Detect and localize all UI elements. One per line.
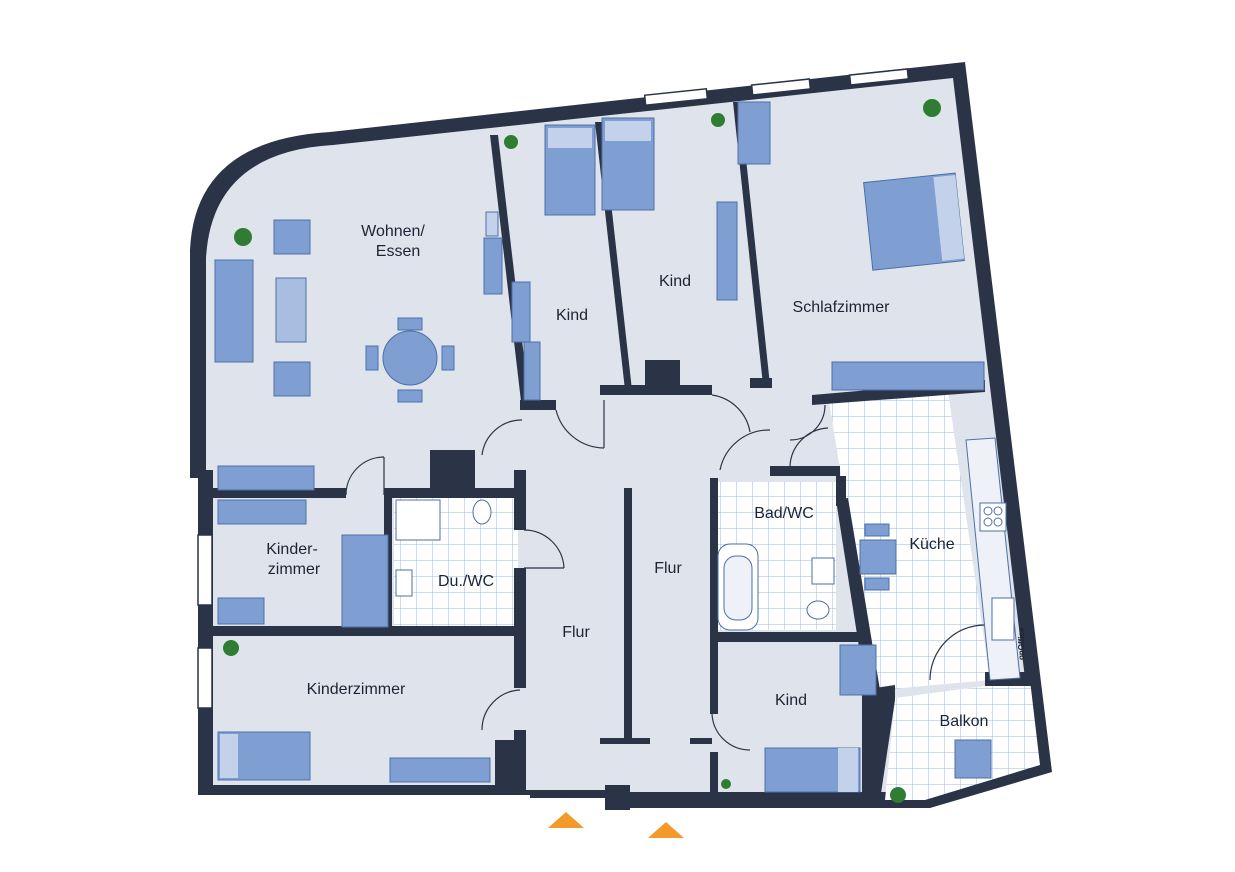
- balcony-furniture: [954, 739, 992, 779]
- toilet-bad-wc: [806, 600, 830, 620]
- kitchen-table: [859, 523, 897, 591]
- desks: [217, 597, 877, 696]
- bed-kind-b: [601, 117, 655, 211]
- dining-table: [365, 317, 455, 403]
- brand-logo: onOffice: [1017, 627, 1026, 660]
- windows: [197, 68, 910, 709]
- doors: [345, 394, 986, 751]
- label-du-wc: Du./WC: [438, 573, 494, 590]
- entrance-arrow-left: [548, 812, 584, 828]
- label-flur-right: Flur: [654, 560, 682, 577]
- coffee-table: [275, 277, 307, 343]
- armchairs: [273, 219, 311, 397]
- tv-cabinet: [483, 211, 503, 295]
- label-kinderzimmer-small-2: zimmer: [268, 561, 321, 578]
- bathtub: [717, 543, 759, 631]
- kueche-tiles: [828, 392, 990, 690]
- label-kind-c: Kind: [775, 692, 807, 709]
- bed-kind-a: [544, 124, 596, 216]
- shower: [395, 499, 441, 541]
- sideboards: [217, 361, 985, 783]
- bed-kind-c: [764, 747, 861, 793]
- label-kinderzimmer: Kinderzimmer: [307, 681, 406, 698]
- label-schlafzimmer: Schlafzimmer: [793, 299, 891, 316]
- entrance-arrows: [548, 812, 684, 838]
- label-kinderzimmer-small-1: Kinder-: [266, 541, 318, 558]
- toilet-du-wc: [472, 499, 492, 525]
- plant-icons: [223, 99, 941, 803]
- sink-bad-wc: [811, 557, 835, 585]
- sofa: [214, 259, 254, 363]
- label-kueche: Küche: [909, 536, 954, 553]
- label-bad-wc: Bad/WC: [754, 505, 814, 522]
- entrance-arrow-right: [648, 822, 684, 838]
- sink-du-wc: [395, 569, 413, 597]
- label-flur-left: Flur: [562, 624, 590, 641]
- label-balkon: Balkon: [940, 713, 989, 730]
- wardrobes: [511, 101, 771, 401]
- label-wohnen: Wohnen/: [361, 223, 425, 240]
- bed-kinderzimmer-small: [341, 534, 389, 628]
- bed-schlafzimmer: [863, 172, 965, 271]
- label-kind-a: Kind: [556, 307, 588, 324]
- label-kind-b: Kind: [659, 273, 691, 290]
- bed-kinderzimmer: [217, 731, 311, 781]
- kitchen-counter: [965, 437, 1021, 681]
- label-essen: Essen: [376, 243, 420, 260]
